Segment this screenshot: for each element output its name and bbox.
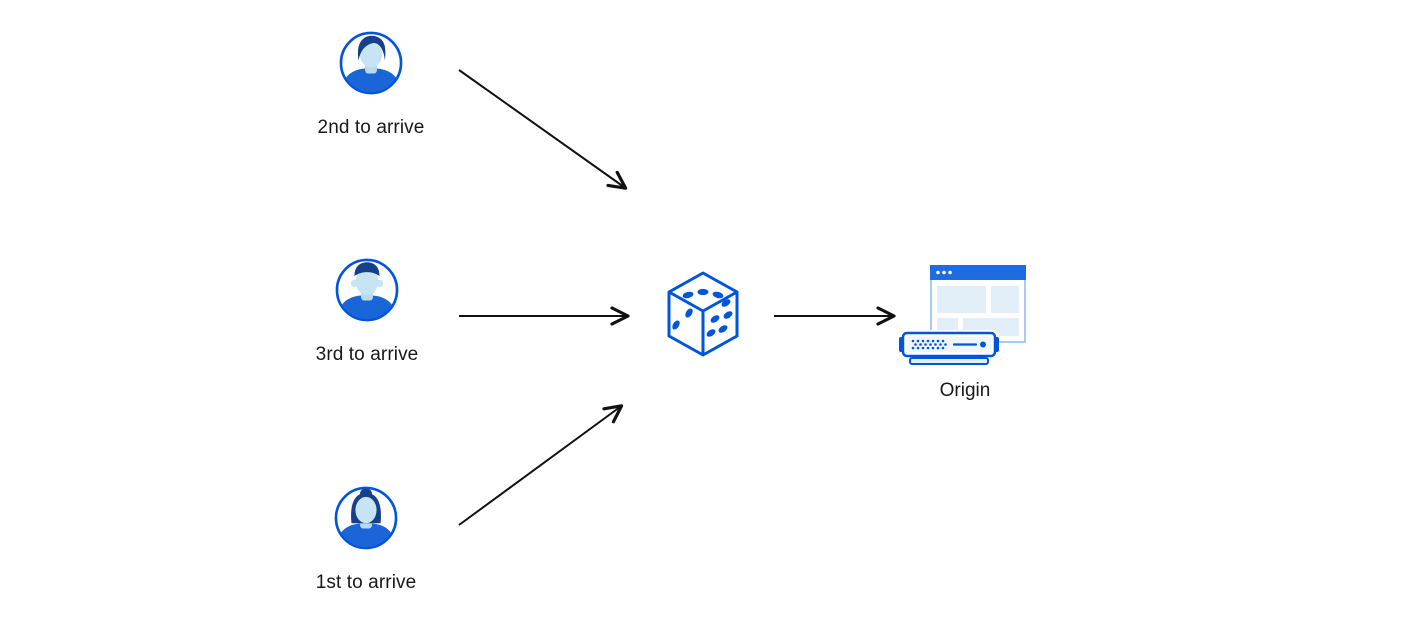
server-icon [899,330,999,365]
node-user-middle: 3rd to arrive [292,257,442,366]
server-vents [911,339,947,350]
node-label: 1st to arrive [315,572,417,593]
node-user-top: 2nd to arrive [296,30,446,139]
browser-window-icon [930,265,1026,343]
node-origin: Origin [895,252,1035,402]
node-user-bottom: 1st to arrive [291,485,441,594]
man-wavy-hair-avatar-icon [339,31,403,95]
arrow-user-bottom-to-dice [458,404,624,526]
node-label: 3rd to arrive [315,344,419,365]
man-short-hair-avatar-icon [335,258,399,322]
dice-pips [672,288,733,337]
node-label: 2nd to arrive [317,117,425,138]
arrow-user-top-to-dice [458,69,628,190]
woman-hair-bun-avatar-icon [334,486,398,550]
dice-icon [667,271,739,357]
origin-label: Origin [939,380,991,401]
